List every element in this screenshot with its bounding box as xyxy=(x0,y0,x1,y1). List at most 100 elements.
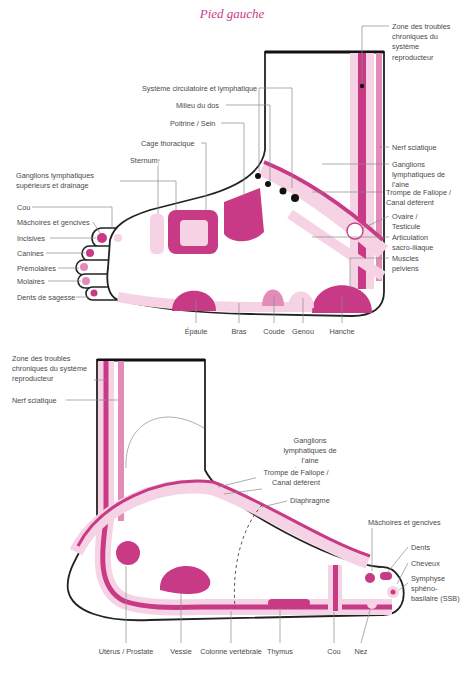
zone-label: Cage thoracique xyxy=(141,139,195,149)
leader-line xyxy=(221,123,244,196)
reflex-zone xyxy=(86,249,94,257)
leader-line xyxy=(126,566,127,643)
diagram-title: Pied gauche xyxy=(200,6,265,22)
zone-label: Nez xyxy=(355,647,368,657)
reflex-zone xyxy=(264,162,383,240)
foot-outline xyxy=(68,360,404,620)
zone-label: Poitrine / Sein xyxy=(170,119,215,129)
reflex-zone xyxy=(82,277,90,285)
reflex-zone xyxy=(91,290,98,297)
zone-label: Dents de sagesse xyxy=(17,293,75,303)
zone-label: Milieu du dos xyxy=(176,101,219,111)
reflex-dot xyxy=(360,84,364,88)
leader-line xyxy=(280,608,281,643)
reflex-dot xyxy=(255,173,261,179)
leader-line xyxy=(94,380,106,381)
leader-line xyxy=(224,489,262,494)
leader-line xyxy=(181,593,182,643)
reflex-zone xyxy=(387,586,399,598)
zone-label: Ganglions lymphatiques supérieurs et dra… xyxy=(16,171,120,191)
reflex-zone xyxy=(347,223,363,239)
zone-label: Genou xyxy=(292,327,314,337)
reflex-zone xyxy=(80,263,88,271)
foot-outline xyxy=(107,52,384,316)
zone-label: Coude xyxy=(263,327,285,337)
reflex-zone xyxy=(168,210,218,254)
leader-line xyxy=(58,268,79,269)
leader-line xyxy=(196,300,197,323)
zone-label: Vessie xyxy=(170,647,192,657)
leader-line xyxy=(66,400,118,401)
leader-line xyxy=(66,380,408,643)
reflex-zone xyxy=(365,573,375,583)
leader-line xyxy=(262,501,287,507)
leader-line xyxy=(259,88,260,172)
spine-line xyxy=(234,505,262,608)
reflex-dot xyxy=(255,84,364,202)
reflex-zone xyxy=(172,291,216,311)
leader-line xyxy=(231,611,232,643)
reflex-dot xyxy=(265,181,271,187)
leader-line xyxy=(397,563,408,584)
leader-line xyxy=(201,143,206,210)
zone-label: Ovaire / Testicule xyxy=(392,212,436,232)
reflex-zone xyxy=(160,566,210,594)
reflex-zone xyxy=(380,572,392,580)
zone-label: Canines xyxy=(17,249,44,259)
leader-line xyxy=(399,583,408,590)
leader-line xyxy=(46,253,85,254)
reflex-zone xyxy=(288,292,314,309)
zone-label: Mâchoires et gencives xyxy=(17,218,90,228)
leader-line xyxy=(239,303,240,323)
reflex-zone xyxy=(290,214,383,276)
zone-label: Ganglions lymphatiques de l’aine xyxy=(280,436,340,467)
zone-label: Dents xyxy=(411,543,430,553)
leader-line xyxy=(259,88,292,188)
reflex-zone xyxy=(358,53,366,289)
ankle-line xyxy=(126,417,204,468)
leader-line xyxy=(303,298,304,323)
leader-line xyxy=(312,192,383,193)
zone-label: Zone des troubles chroniques du système … xyxy=(12,354,92,385)
reflex-zone xyxy=(80,53,383,313)
reflex-zone xyxy=(116,541,140,565)
zone-label: Molaires xyxy=(17,277,45,287)
zone-label: Muscles pelviens xyxy=(392,254,436,274)
leader-line xyxy=(379,147,389,148)
leader-line xyxy=(342,296,343,323)
zone-label: Cou xyxy=(327,647,340,657)
zone-label: Mâchoires et gencives xyxy=(368,518,441,528)
zone-label: Zone des troubles chroniques du système … xyxy=(392,22,458,63)
reflex-zone xyxy=(328,565,342,611)
reflex-zone xyxy=(103,361,392,607)
zone-label: Trompe de Fallope / Canal déférent xyxy=(256,468,336,488)
reflex-zone xyxy=(150,214,164,254)
leader-line xyxy=(226,105,270,181)
leader-line xyxy=(76,297,89,298)
zone-label: Symphyse sphéno-basilaire (SSB) xyxy=(411,574,461,605)
zone-label: Cheveux xyxy=(411,559,440,569)
zone-label: Épaule xyxy=(185,327,208,337)
reflex-dot xyxy=(291,194,299,202)
zone-label: Incisives xyxy=(17,234,45,244)
zone-label: Thymus xyxy=(267,647,293,657)
zone-label: Prémolaires xyxy=(17,264,56,274)
reflex-zone xyxy=(333,565,338,611)
zone-label: Ganglions lymphatiques de l’aine xyxy=(392,160,447,191)
leader-line xyxy=(158,160,160,214)
leader-line xyxy=(50,238,96,239)
leader-line xyxy=(322,164,389,165)
leader-line xyxy=(362,26,389,84)
zone-label: Utérus / Prostate xyxy=(99,647,154,657)
reflex-zone xyxy=(367,599,377,609)
zone-label: Colonne vertébrale xyxy=(200,647,262,657)
reflex-dot xyxy=(280,188,287,195)
zone-label: Nerf sciatique xyxy=(12,396,57,406)
reflex-zone xyxy=(262,290,284,307)
zone-label: Hanche xyxy=(329,327,354,337)
reflex-zone xyxy=(114,234,122,242)
leader-line xyxy=(363,216,389,228)
leader-line xyxy=(274,296,275,323)
reflex-zone xyxy=(268,599,310,607)
